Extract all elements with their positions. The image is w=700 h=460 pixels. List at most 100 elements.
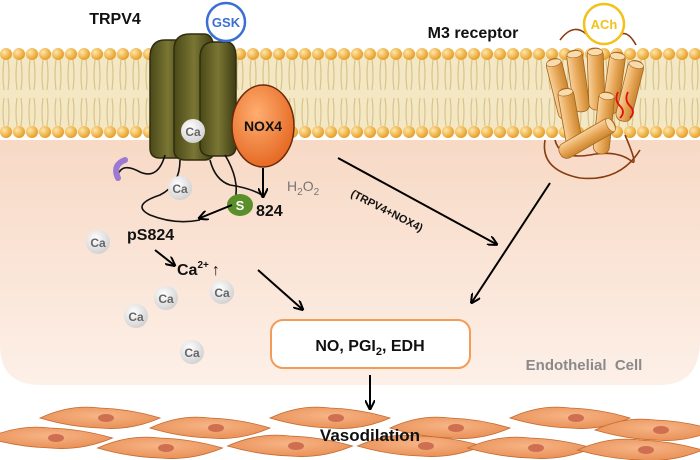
- lipid-head: [78, 126, 90, 138]
- smooth-muscle-cell: [268, 406, 392, 429]
- ca-ion-channel: Ca: [181, 119, 205, 143]
- smooth-muscle-cell: [508, 406, 632, 429]
- lipid-head: [390, 126, 402, 138]
- lipid-head: [416, 126, 428, 138]
- lipid-head: [481, 48, 493, 60]
- lipid-head: [338, 48, 350, 60]
- lipid-head: [117, 48, 129, 60]
- lipid-head: [78, 48, 90, 60]
- lipid-head: [351, 48, 363, 60]
- lipid-head: [39, 126, 51, 138]
- smooth-muscle-cell: [0, 426, 114, 449]
- ca-ion: Ca: [124, 304, 148, 328]
- lipid-head: [650, 126, 662, 138]
- lipid-head: [91, 48, 103, 60]
- lipid-head: [507, 48, 519, 60]
- m3-receptor-label: M3 receptor: [428, 25, 519, 42]
- lipid-head: [299, 48, 311, 60]
- lipid-head: [533, 48, 545, 60]
- lipid-head: [13, 126, 25, 138]
- lipid-head: [663, 48, 675, 60]
- lipid-head: [377, 48, 389, 60]
- pathway-arrows: [154, 157, 551, 408]
- ach-agonist: ACh: [582, 2, 626, 46]
- ca-ion: Ca: [180, 340, 204, 364]
- lipid-head: [351, 126, 363, 138]
- lipid-head: [286, 48, 298, 60]
- serine-824-site: S 824: [227, 194, 283, 220]
- smooth-muscle-cell: [576, 438, 700, 460]
- lipid-head: [234, 48, 246, 60]
- lipid-head: [416, 48, 428, 60]
- smooth-muscle-cell: [96, 436, 224, 459]
- nox4-enzyme: NOX4: [231, 84, 295, 168]
- lipid-head: [364, 48, 376, 60]
- lipid-head: [494, 126, 506, 138]
- lipid-head: [13, 48, 25, 60]
- svg-text:Ca: Ca: [185, 125, 201, 139]
- lipid-head: [338, 126, 350, 138]
- lipid-head: [507, 126, 519, 138]
- lipid-head: [637, 48, 649, 60]
- smooth-muscle-cell: [38, 406, 162, 429]
- endothelial-cell-label: Endothelial Cell: [526, 357, 643, 374]
- helix-cylinder: [558, 117, 616, 159]
- lipid-head: [39, 48, 51, 60]
- gsk-agonist: GSK: [205, 1, 247, 43]
- lipid-head: [325, 126, 337, 138]
- lipid-head: [676, 126, 688, 138]
- lipid-head: [364, 126, 376, 138]
- lipid-head: [403, 48, 415, 60]
- cell-cytoplasm: [0, 140, 700, 385]
- ca-ion: Ca: [86, 230, 110, 254]
- lipid-head: [0, 126, 12, 138]
- smooth-muscle-cell: [593, 418, 700, 441]
- svg-text:GSK: GSK: [212, 15, 241, 30]
- svg-text:S: S: [236, 198, 245, 213]
- lipid-head: [520, 48, 532, 60]
- m3-receptor: [543, 28, 644, 180]
- svg-text:NOX4: NOX4: [244, 118, 282, 134]
- svg-text:Ca: Ca: [172, 182, 188, 196]
- lipid-head: [52, 126, 64, 138]
- lipid-head: [689, 126, 700, 138]
- lipid-head: [91, 126, 103, 138]
- lipid-head: [533, 126, 545, 138]
- lipid-head: [117, 126, 129, 138]
- lipid-head: [520, 126, 532, 138]
- svg-text:Ca: Ca: [128, 310, 144, 324]
- vasodilation-label: Vasodilation: [320, 426, 420, 445]
- lipid-head: [52, 48, 64, 60]
- lipid-head: [624, 48, 636, 60]
- lipid-head: [455, 48, 467, 60]
- lipid-head: [130, 48, 142, 60]
- ps824-label: pS824: [127, 227, 174, 244]
- lipid-head: [26, 48, 38, 60]
- trpv4-label: TRPV4: [89, 11, 141, 28]
- lipid-head: [104, 126, 116, 138]
- svg-text:824: 824: [256, 203, 283, 220]
- lipid-head: [0, 48, 12, 60]
- lipid-head: [481, 126, 493, 138]
- lipid-head: [637, 126, 649, 138]
- svg-text:ACh: ACh: [591, 17, 618, 32]
- smooth-muscle-cell: [388, 416, 512, 439]
- lipid-head: [442, 48, 454, 60]
- lipid-head: [130, 126, 142, 138]
- svg-text:Ca: Ca: [184, 346, 200, 360]
- ca-ion: Ca: [168, 176, 192, 200]
- lipid-head: [403, 126, 415, 138]
- mediators-box: NO, PGI2, EDH: [270, 319, 471, 369]
- lipid-head: [273, 48, 285, 60]
- lipid-head: [312, 48, 324, 60]
- lipid-head: [247, 48, 259, 60]
- lipid-head: [429, 48, 441, 60]
- smooth-muscle-layer: [0, 406, 700, 460]
- lipid-head: [494, 48, 506, 60]
- lipid-head: [455, 126, 467, 138]
- lipid-head: [429, 126, 441, 138]
- smooth-muscle-cell: [466, 436, 594, 459]
